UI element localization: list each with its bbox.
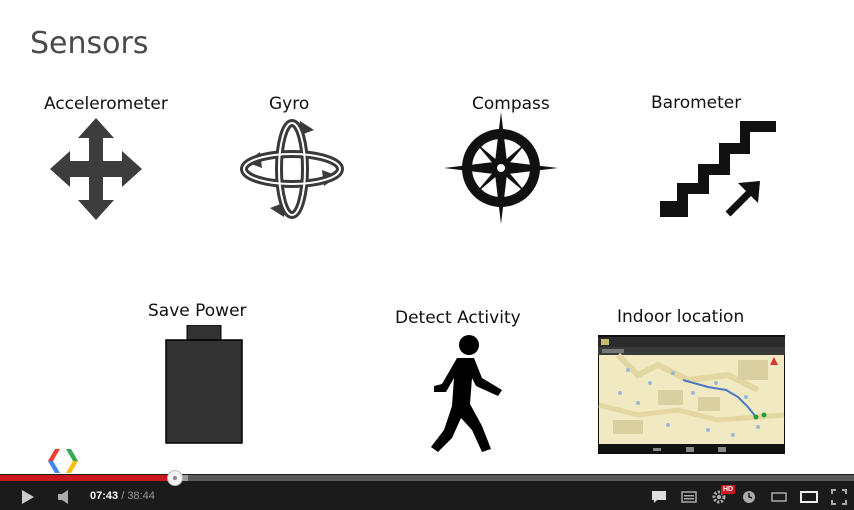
small-player-button[interactable]	[768, 487, 790, 507]
presentation-slide: Sensors Accelerometer Gyro Compass	[0, 0, 854, 474]
battery-icon	[165, 325, 243, 444]
indoor-location-label: Indoor location	[617, 307, 745, 327]
settings-button[interactable]	[708, 487, 730, 507]
walking-person-icon	[431, 335, 502, 452]
fullscreen-icon	[831, 489, 847, 505]
captions-icon	[652, 491, 666, 503]
time-separator: /	[118, 490, 128, 502]
accelerometer-label: Accelerometer	[44, 94, 168, 114]
watch-later-button[interactable]	[738, 487, 760, 507]
progress-played	[0, 475, 175, 481]
duration: 38:44	[127, 490, 155, 502]
gyro-label: Gyro	[269, 94, 310, 114]
large-player-icon	[800, 491, 818, 503]
small-player-icon	[771, 492, 787, 502]
hd-badge: HD	[721, 485, 736, 494]
time-display: 07:43 / 38:44	[90, 490, 155, 502]
indoor-map-screenshot	[598, 335, 785, 454]
fullscreen-button[interactable]	[828, 487, 850, 507]
detect-activity-label: Detect Activity	[395, 308, 521, 328]
current-time: 07:43	[90, 490, 119, 502]
rotation-arrows-icon	[240, 119, 344, 219]
progress-scrubber-handle[interactable]	[167, 470, 183, 486]
volume-icon	[58, 490, 68, 504]
four-way-arrows-icon	[50, 118, 142, 220]
watch-later-icon	[743, 491, 755, 503]
compass-rose-icon	[444, 112, 558, 224]
play-icon	[22, 490, 34, 504]
captions-button[interactable]	[648, 487, 670, 507]
progress-bar[interactable]	[0, 475, 854, 481]
play-button[interactable]	[16, 487, 40, 507]
settings-gear-icon	[712, 490, 726, 504]
transcript-icon	[681, 491, 697, 503]
barometer-label: Barometer	[651, 93, 742, 113]
stairs-up-icon	[660, 121, 776, 217]
large-player-button[interactable]	[798, 487, 820, 507]
compass-label: Compass	[472, 94, 550, 114]
transcript-button[interactable]	[678, 487, 700, 507]
volume-button[interactable]	[54, 487, 76, 507]
slide-title: Sensors	[30, 26, 149, 61]
save-power-label: Save Power	[148, 301, 247, 321]
google-developers-logo	[48, 449, 78, 473]
